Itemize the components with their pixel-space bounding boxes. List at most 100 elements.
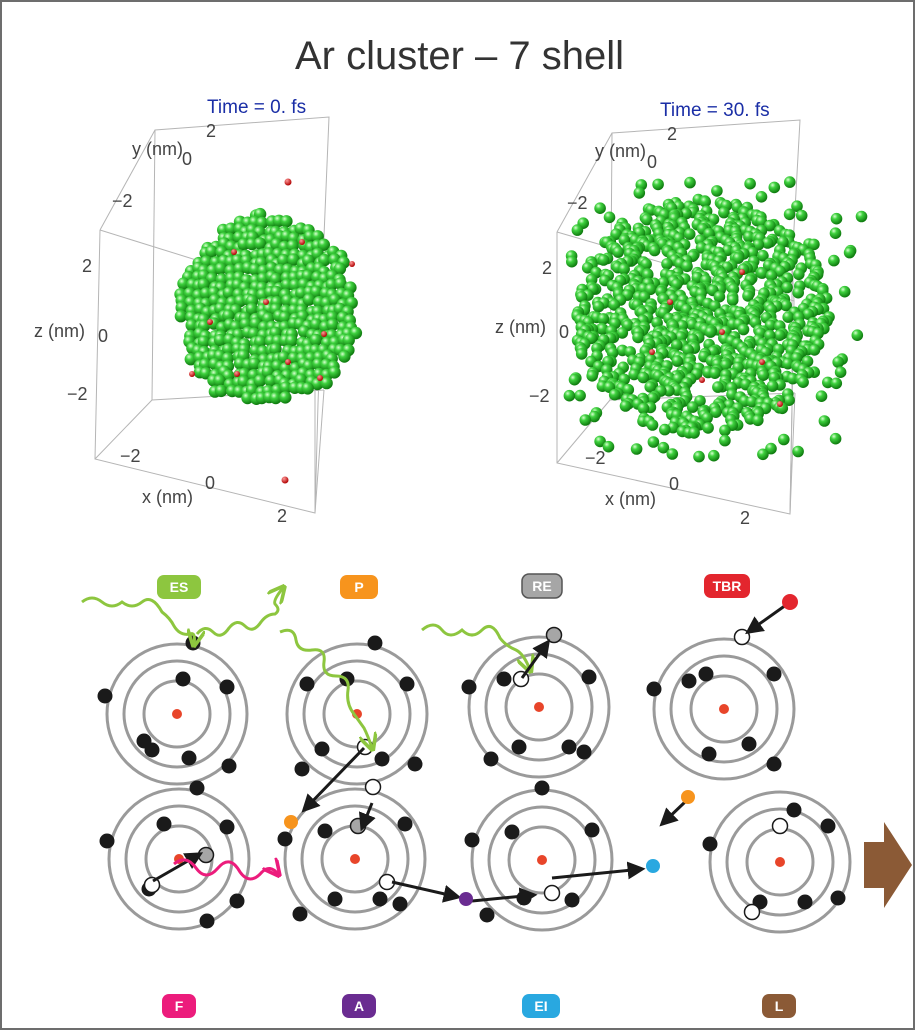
argon-atom: [618, 263, 630, 275]
argon-atom: [248, 357, 261, 370]
electron: [820, 818, 836, 834]
ion-marker: [777, 401, 783, 407]
argon-atom: [830, 377, 843, 390]
z-tick-right: −2: [529, 386, 550, 406]
electron: [374, 751, 390, 767]
argon-atom: [828, 254, 840, 267]
electron: [496, 671, 512, 687]
electron: [564, 892, 580, 908]
argon-atom: [671, 339, 683, 352]
svg-text:P: P: [354, 579, 363, 595]
orange-electron: [681, 790, 695, 804]
electron: [511, 739, 527, 755]
electron-shell: [504, 672, 574, 742]
argon-atom: [594, 202, 606, 214]
argon-atom: [646, 419, 659, 431]
argon-atom: [782, 357, 794, 370]
x-tick-right: −2: [585, 448, 606, 468]
ion-markers-left: [189, 178, 355, 484]
argon-atom: [683, 228, 696, 240]
atom-diagram: [646, 628, 796, 781]
argon-atom: [632, 331, 644, 344]
electron: [407, 756, 423, 772]
photon-p: [279, 628, 372, 748]
argon-atom: [264, 374, 277, 388]
argon-cluster-left: [174, 207, 363, 405]
argon-atom: [726, 294, 739, 306]
z-axis-label-left: z (nm): [34, 321, 85, 341]
ion-marker: [759, 359, 765, 365]
argon-atom: [792, 445, 804, 458]
argon-atom: [597, 254, 610, 266]
electron: [479, 907, 495, 923]
ion-markers-right: [649, 269, 783, 407]
argon-atom: [843, 246, 856, 259]
ion-marker: [207, 319, 213, 325]
argon-atom: [586, 370, 598, 382]
argon-atom: [592, 300, 605, 313]
argon-atom: [808, 238, 820, 251]
argon-atom: [768, 181, 781, 194]
electron: [292, 906, 308, 922]
svg-text:ES: ES: [170, 579, 189, 595]
electron: [461, 679, 477, 695]
electron-shell: [283, 787, 427, 931]
arrow-p-ejection: [301, 746, 366, 813]
electron: [97, 688, 113, 704]
argon-atom: [711, 185, 723, 197]
badge-ei: EI: [522, 994, 560, 1018]
argon-atom: [681, 260, 693, 273]
arrow-l-next: [864, 822, 912, 908]
argon-atom: [702, 422, 714, 434]
argon-atom: [663, 385, 675, 397]
electron: [327, 891, 343, 907]
argon-atom: [657, 441, 670, 454]
electron-shell: [669, 654, 779, 764]
argon-atom: [245, 302, 259, 316]
electron: [561, 739, 577, 755]
ion-marker: [234, 371, 240, 377]
argon-atom: [563, 389, 576, 402]
electron-shell: [285, 642, 429, 786]
electron: [317, 823, 333, 839]
electron: [766, 756, 782, 772]
argon-atom: [224, 222, 238, 235]
atom-diagram: [277, 778, 427, 931]
argon-atom: [732, 252, 744, 264]
argon-atom: [755, 215, 768, 228]
argon-atom: [269, 391, 282, 405]
argon-atom: [778, 433, 790, 446]
cluster-plot-right: y (nm) 2 0 −2 2 z (nm) 0 −2 −2 0 x (nm) …: [495, 119, 868, 528]
electron-shell: [122, 659, 232, 769]
argon-atom: [310, 285, 323, 298]
argon-atom: [608, 388, 621, 401]
argon-atom: [659, 423, 671, 436]
electron-vacancy: [143, 876, 161, 894]
argon-atom: [253, 237, 267, 250]
argon-atom: [575, 291, 588, 303]
y-tick-right: 2: [667, 124, 677, 144]
argon-atom: [684, 176, 696, 189]
argon-atom: [606, 347, 619, 359]
nucleus: [775, 857, 785, 867]
excited-electron: [545, 626, 563, 644]
electron: [219, 819, 235, 835]
ion-marker: [739, 269, 745, 275]
electron: [534, 780, 550, 796]
argon-atom: [792, 286, 804, 299]
argon-atom: [253, 374, 267, 387]
argon-atom: [764, 219, 776, 232]
argon-atom: [744, 177, 756, 190]
z-tick-left: 2: [82, 256, 92, 276]
argon-atom: [320, 376, 333, 390]
argon-atom: [757, 249, 769, 262]
photon-f: [173, 860, 278, 881]
argon-atom: [761, 237, 774, 249]
electron-shell: [689, 674, 759, 744]
argon-atom: [637, 371, 650, 384]
argon-atom: [566, 255, 578, 268]
electron: [483, 751, 499, 767]
electron: [219, 679, 235, 695]
argon-atom: [680, 207, 692, 220]
argon-atom: [278, 311, 292, 324]
